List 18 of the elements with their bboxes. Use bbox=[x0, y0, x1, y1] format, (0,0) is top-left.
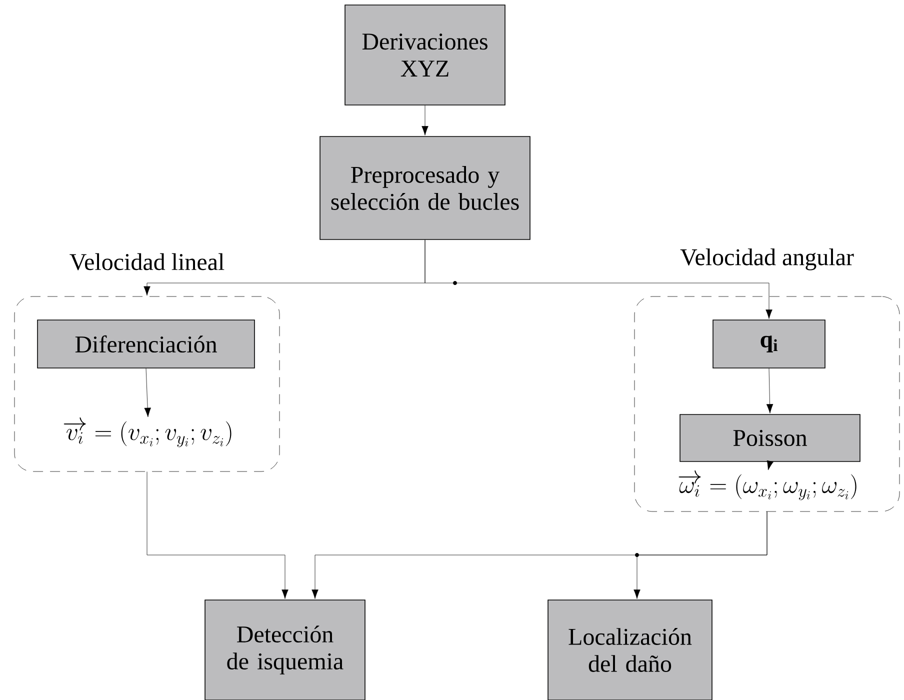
process-box: Poisson bbox=[680, 414, 860, 462]
arrow bbox=[144, 368, 151, 418]
process-box: Preprocesado y selección de bucles bbox=[320, 136, 530, 240]
process-box: Derivaciones XYZ bbox=[344, 4, 506, 106]
arrow bbox=[424, 240, 772, 319]
arrow bbox=[766, 460, 774, 470]
arrow bbox=[422, 105, 428, 136]
arrow bbox=[766, 368, 774, 414]
group-heading: Velocidad angular bbox=[680, 248, 854, 270]
group-heading: Velocidad lineal bbox=[70, 253, 224, 270]
arrow bbox=[146, 472, 288, 599]
process-box: Localización del daño bbox=[548, 600, 712, 700]
formula: $\overrightarrow{v_i} = (v_{x_i};v_{y_i};v_{z_i})$ bbox=[64, 417, 232, 448]
process-box: Diferenciación bbox=[37, 320, 255, 368]
process-box: $\mathbf{q_i}$ bbox=[712, 320, 826, 368]
process-box: Detección de isquemia bbox=[204, 600, 366, 700]
formula: $\overrightarrow{\omega_i} = (\omega_{x_i};\omega_{y_i};\omega_{z_i})$ bbox=[678, 470, 856, 500]
arrow bbox=[634, 512, 768, 599]
